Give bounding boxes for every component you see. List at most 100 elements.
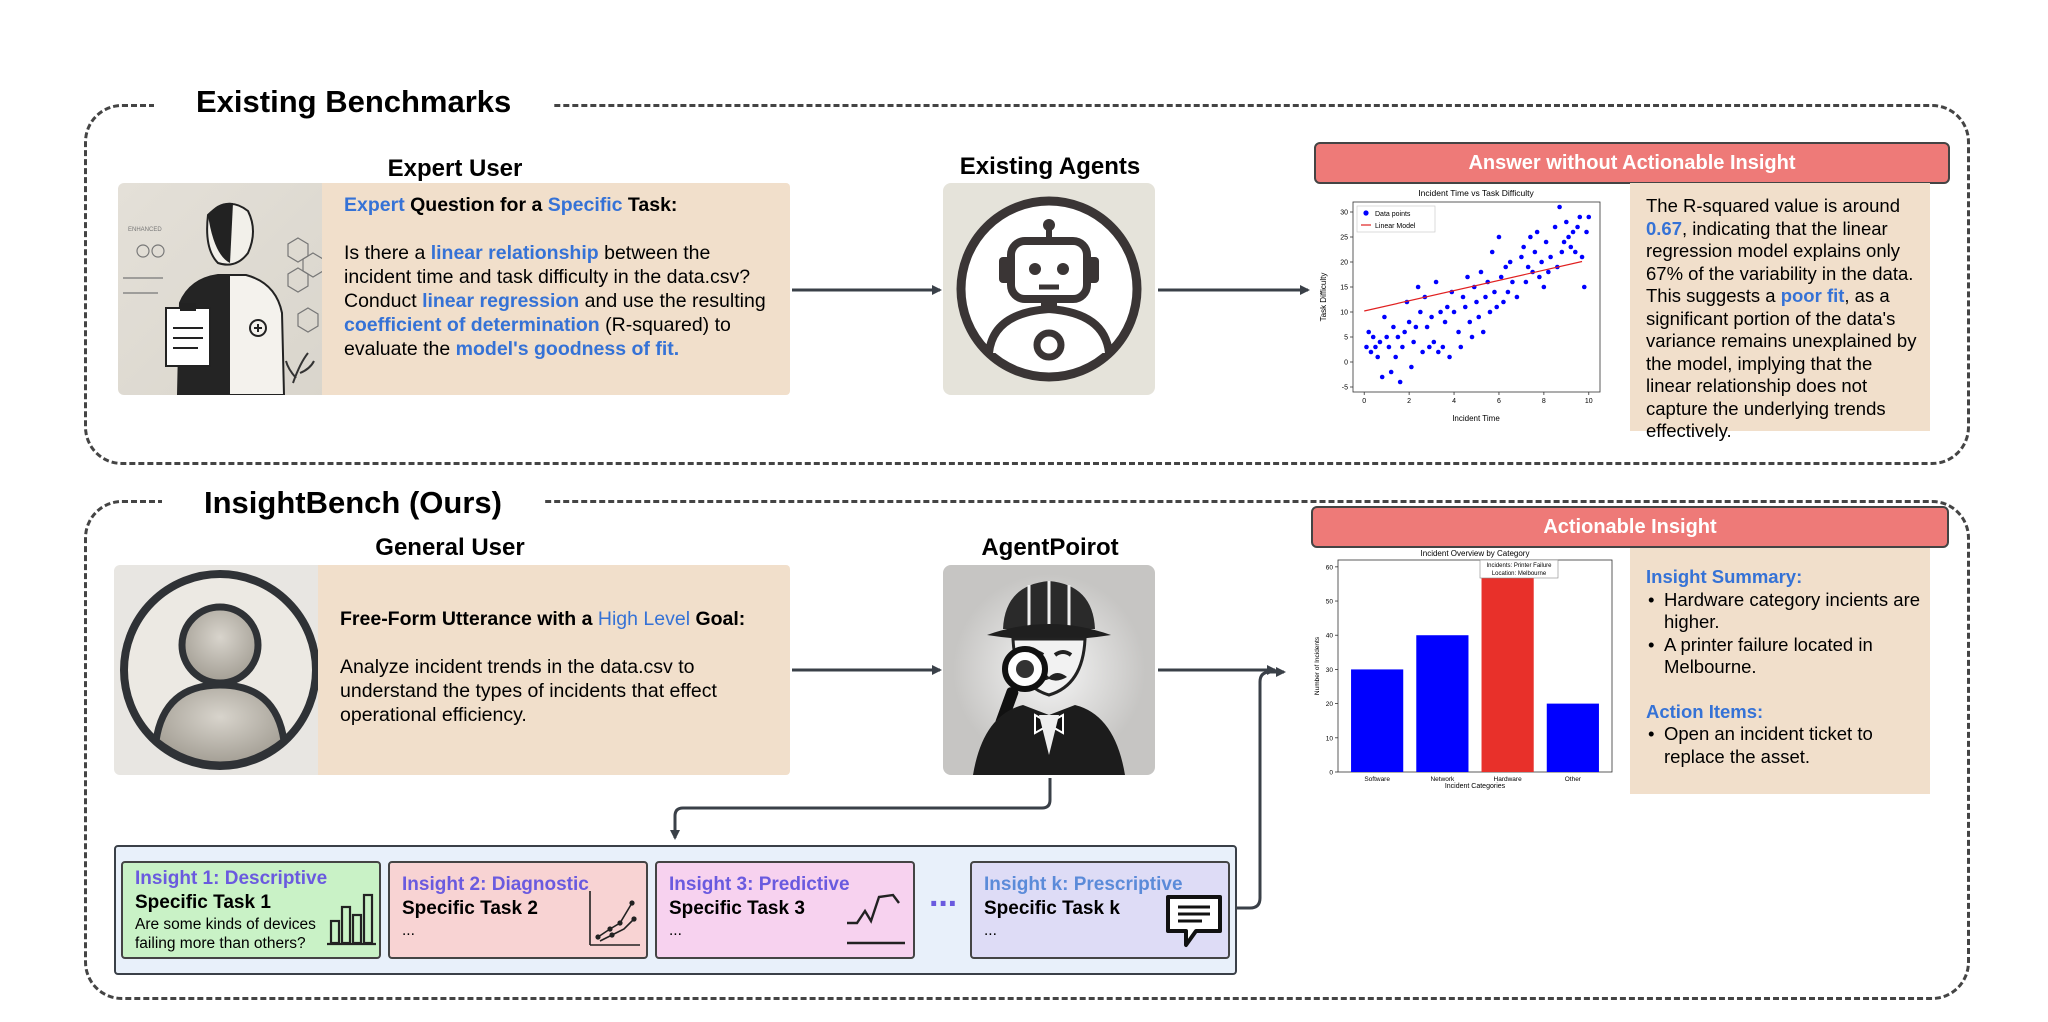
scatter-point (1586, 214, 1592, 220)
scatter-point (1568, 244, 1574, 250)
detective-icon (943, 565, 1155, 775)
expert-user-title: Expert User (387, 155, 523, 182)
bar-ytick-label: 20 (1326, 701, 1334, 708)
scatter-point (1395, 334, 1401, 340)
scatter-point (1411, 339, 1416, 345)
scatter-point (1566, 234, 1571, 240)
scatter-point (1514, 294, 1520, 300)
scatter-xtick-label: 10 (1585, 398, 1593, 405)
agentpoirot-title: AgentPoirot (981, 534, 1119, 561)
scatter-point (1548, 254, 1553, 260)
scatter-point (1541, 284, 1547, 290)
scatter-point (1494, 304, 1500, 310)
scatter-point (1427, 344, 1432, 350)
scatter-point (1521, 244, 1526, 250)
enhanced-label: ENHANCED (128, 227, 162, 233)
scatter-line-icon (589, 891, 640, 946)
arrow-insights-to-answer (1237, 667, 1286, 910)
insight-card-1: Insight 1: Descriptive Specific Task 1 A… (121, 861, 381, 959)
arrow-agent-to-insights (670, 778, 1052, 840)
existing-benchmarks-frame (84, 104, 1970, 465)
scatter-point (1431, 339, 1437, 345)
bar-network (1416, 635, 1469, 772)
bar-ytick-label: 10 (1326, 735, 1334, 742)
scatter-point (1402, 329, 1407, 335)
doctor-illustration: ENHANCED (118, 183, 330, 395)
insight-3-heading: Insight 3: Predictive (669, 874, 850, 895)
bar-hardware (1481, 566, 1534, 772)
bar-ylabel: Number of Incidents (1314, 636, 1321, 695)
scatter-xtick-label: 6 (1497, 398, 1501, 405)
scatter-point (1492, 289, 1497, 295)
scatter-xtick-label: 0 (1362, 398, 1366, 405)
bar-ytick-label: 50 (1326, 599, 1334, 606)
scatter-point (1456, 329, 1461, 335)
scatter-point (1366, 329, 1372, 335)
action-items-heading: Action Items: (1646, 700, 1764, 722)
scatter-xtick-label: 4 (1452, 398, 1456, 405)
insight-k-desc: ... (984, 922, 997, 939)
scatter-ytick-label: 20 (1340, 260, 1348, 267)
question-heading: Expert Question for a Specific Task: (344, 194, 678, 216)
scatter-title: Incident Time vs Task Difficulty (1418, 188, 1534, 198)
scatter-point (1507, 259, 1513, 265)
scatter-point (1573, 249, 1578, 255)
scatter-point (1519, 254, 1524, 260)
scatter-point (1462, 304, 1468, 310)
scatter-point (1445, 304, 1450, 310)
scatter-point (1375, 354, 1380, 360)
scatter-point (1575, 224, 1580, 230)
scatter-point (1384, 334, 1389, 340)
scatter-point (1409, 364, 1414, 370)
insightbench-frame (84, 500, 1970, 1000)
scatter-point (1570, 229, 1576, 235)
existing-agents-title: Existing Agents (959, 153, 1141, 180)
scatter-point (1546, 269, 1551, 275)
scatter-point (1447, 354, 1452, 360)
annotation-line-2: Location: Melbourne (1492, 571, 1547, 577)
scatter-point (1469, 334, 1475, 340)
insight-1-desc: Are some kinds of devices failing more t… (135, 916, 316, 952)
scatter-point (1458, 344, 1464, 350)
scatter-point (1503, 264, 1508, 270)
scatter-point (1557, 204, 1562, 210)
scatter-point (1489, 249, 1495, 255)
scatter-ytick-label: 25 (1340, 235, 1348, 242)
scatter-xtick-label: 2 (1407, 398, 1411, 405)
user-avatar-icon (114, 565, 326, 775)
annotation-line-1: Incidents: Printer Failure (1486, 563, 1552, 569)
scatter-point (1436, 349, 1441, 355)
scatter-point (1438, 309, 1443, 315)
scatter-point (1579, 254, 1585, 260)
scatter-point (1543, 239, 1549, 245)
scatter-point (1413, 324, 1419, 330)
scatter-point (1496, 234, 1502, 240)
scatter-point (1532, 249, 1538, 255)
insight-2-heading: Insight 2: Diagnostic (402, 874, 589, 895)
robot-icon (943, 183, 1155, 395)
scatter-point (1382, 314, 1387, 320)
scatter-point (1534, 229, 1540, 235)
insight-card-3: Insight 3: Predictive Specific Task 3 ..… (655, 861, 915, 959)
existing-benchmarks-title: Existing Benchmarks (154, 84, 554, 120)
scatter-xtick-label: 8 (1542, 398, 1546, 405)
bar-software (1351, 669, 1404, 772)
scatter-point (1379, 374, 1385, 380)
bar-ytick-label: 0 (1329, 770, 1333, 777)
insight-k-heading: Insight k: Prescriptive (984, 874, 1183, 895)
scatter-chart: Incident Time vs Task Difficulty -505101… (1319, 188, 1601, 423)
scatter-ytick-label: 0 (1344, 360, 1348, 367)
summary-item: A printer failure located in Melbourne. (1646, 634, 1922, 679)
scatter-point (1510, 279, 1515, 285)
scatter-point (1559, 249, 1565, 255)
scatter-ytick-label: 10 (1340, 310, 1348, 317)
answer-text-panel: The R-squared value is around 0.67, indi… (1630, 183, 1930, 441)
bar-title: Incident Overview by Category (1421, 549, 1530, 558)
bar-ytick-label: 30 (1326, 667, 1334, 674)
scatter-point (1581, 284, 1587, 290)
scatter-point (1523, 279, 1529, 285)
scatter-point (1460, 294, 1466, 300)
scatter-legend: Data points Linear Model (1356, 205, 1436, 233)
answer-text: The R-squared value is around 0.67, indi… (1646, 195, 1917, 441)
scatter-point (1429, 314, 1434, 320)
